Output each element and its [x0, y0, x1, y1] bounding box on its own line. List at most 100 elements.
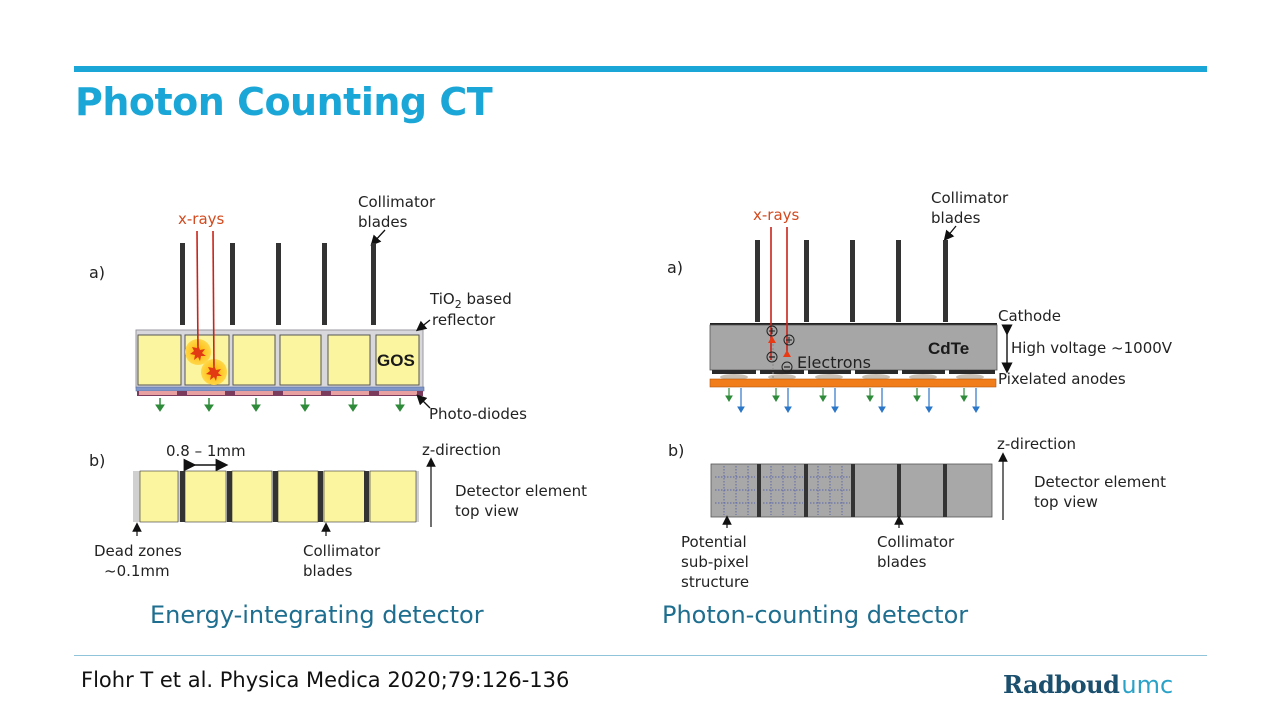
reflector-label-sub: 2	[455, 298, 462, 311]
reflector-pointer	[415, 319, 431, 332]
left-b-collimator-label-1: Collimator	[303, 542, 381, 560]
asic-layer	[709, 378, 997, 388]
scintillator-element	[137, 334, 182, 386]
collimator-blade	[180, 243, 185, 325]
green-arrow-icon	[819, 388, 827, 402]
blue-arrow-icon	[925, 388, 933, 413]
reflector-label-1: TiO2 based	[429, 290, 512, 311]
cathode	[710, 323, 997, 325]
green-arrow-icon	[913, 388, 921, 402]
right-collimator-pointer	[943, 225, 957, 242]
cdte-label: CdTe	[928, 339, 969, 358]
top-view-element	[139, 470, 179, 523]
right-view-label-1: Detector element	[1034, 473, 1166, 491]
voltage-label: High voltage ~1000V	[1011, 339, 1173, 357]
left-view-label-1: Detector element	[455, 482, 587, 500]
energy-integrating-cross-section: a) x-rays Collimator blades GOS	[89, 193, 527, 423]
photon-counting-top-view: b) z-	[668, 435, 1166, 591]
blue-arrow-icon	[878, 388, 886, 413]
subpixel-label-3: structure	[681, 573, 749, 591]
charge-carriers	[766, 325, 795, 373]
output-arrows	[725, 388, 980, 413]
collimator-blade	[227, 471, 232, 522]
green-arrow-icon	[300, 398, 310, 412]
anode-pad	[712, 370, 756, 374]
left-collimator-label-2: blades	[358, 213, 408, 231]
solder-bump	[956, 374, 984, 380]
radboudumc-logo: Radboudumc	[1003, 670, 1173, 700]
green-arrow-icon	[251, 398, 261, 412]
anode-pad	[902, 370, 945, 374]
right-top-collimator-blades	[757, 464, 947, 517]
anode-pad	[760, 370, 804, 374]
subpixel-label-2: sub-pixel	[681, 553, 749, 571]
left-collimator-pointer	[370, 229, 386, 246]
photodiode-pointer	[416, 394, 431, 409]
subpixel-label-1: Potential	[681, 533, 747, 551]
top-view-element	[369, 470, 417, 523]
photodiode-substrate	[137, 391, 423, 396]
logo-radboud: Radboud	[1003, 670, 1120, 699]
right-z-label: z-direction	[997, 435, 1076, 453]
left-view-label-2: top view	[455, 502, 519, 520]
logo-umc: umc	[1121, 671, 1174, 699]
collimator-blade	[322, 243, 327, 325]
anode-pads	[712, 370, 995, 380]
electron-icon	[781, 361, 793, 373]
reflector-label-based: based	[462, 290, 512, 308]
bottom-rule	[74, 655, 1207, 656]
solder-bump	[720, 374, 748, 380]
blue-arrow-icon	[831, 388, 839, 413]
top-view-element	[323, 470, 366, 523]
collimator-blade	[273, 471, 278, 522]
xray-beam	[212, 230, 215, 373]
cathode-label: Cathode	[998, 307, 1061, 325]
photodiode	[379, 391, 417, 395]
dead-zones-label-1: Dead zones	[94, 542, 182, 560]
photodiode	[139, 391, 177, 395]
collimator-blade	[230, 243, 235, 325]
green-arrow-icon	[772, 388, 780, 402]
gos-label: GOS	[377, 351, 415, 370]
photodiode	[283, 391, 321, 395]
right-b-tag: b)	[668, 441, 684, 460]
energy-integrating-top-view: b) 0.8 – 1mm z-direction Detector elemen…	[89, 441, 587, 580]
right-collimator-label-2: blades	[931, 209, 981, 227]
right-a-tag: a)	[667, 258, 683, 277]
solder-bump	[862, 374, 890, 380]
right-b-collimator-label-1: Collimator	[877, 533, 955, 551]
collimator-blade	[943, 240, 948, 322]
green-arrow-icon	[866, 388, 874, 402]
left-collimator-label-1: Collimator	[358, 193, 436, 211]
electron-icon	[766, 351, 778, 363]
collimator-blade	[851, 464, 855, 517]
blue-arrow-icon	[972, 388, 980, 413]
scintillator-element	[232, 334, 276, 386]
right-view-label-2: top view	[1034, 493, 1098, 511]
photon-counting-caption: Photon-counting detector	[662, 601, 969, 629]
top-view-element	[231, 470, 273, 523]
anode-pad	[808, 370, 851, 374]
collimator-blade	[364, 471, 369, 522]
subpixel-grid	[715, 466, 850, 515]
right-xrays-label: x-rays	[753, 206, 800, 224]
green-arrow-icon	[395, 398, 405, 412]
collimator-blade	[318, 471, 323, 522]
xray-beam	[196, 230, 199, 353]
electrons-label: Electrons	[797, 353, 871, 372]
green-arrow-icon	[725, 388, 733, 402]
right-collimator-label-1: Collimator	[931, 189, 1009, 207]
interaction-star-icon	[206, 365, 222, 381]
reflector-label-tio: TiO	[429, 290, 455, 308]
left-collimator-blades	[180, 243, 376, 325]
anode-pad	[855, 370, 898, 374]
citation: Flohr T et al. Physica Medica 2020;79:12…	[81, 668, 570, 692]
solder-bump	[909, 374, 937, 380]
signal-arrows	[155, 398, 405, 412]
collimator-blade	[896, 240, 901, 322]
collimator-blade	[180, 471, 185, 522]
collimator-blade	[850, 240, 855, 322]
reflector-label-2: reflector	[432, 311, 496, 329]
collimator-blade	[943, 464, 947, 517]
